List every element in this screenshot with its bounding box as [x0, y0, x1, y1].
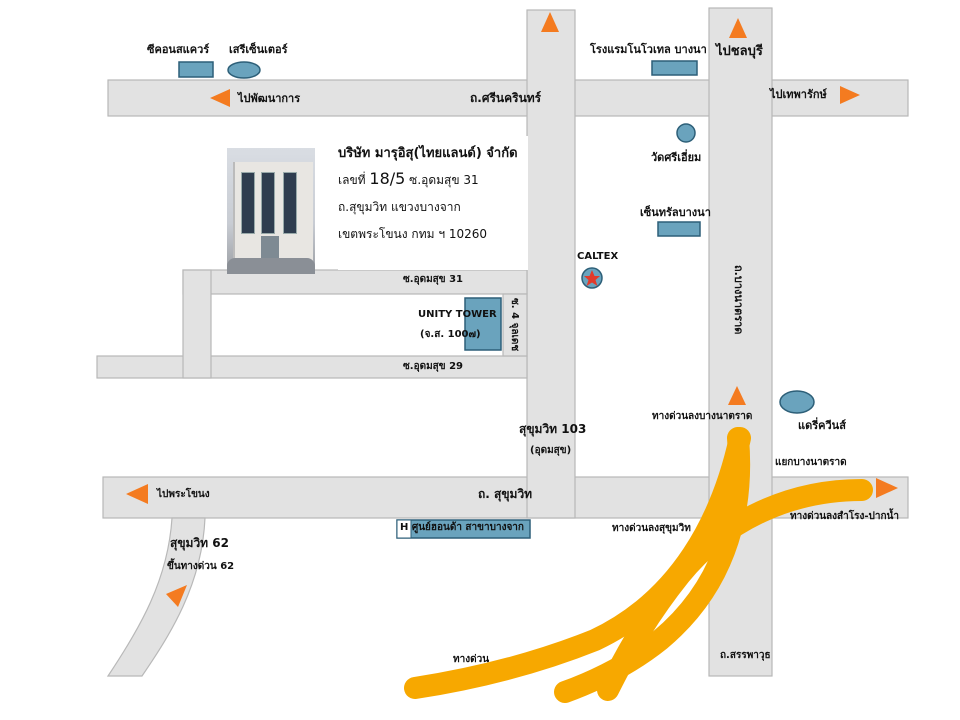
label-soi-udomsuk-29: ซ.อุดมสุข 29 — [403, 361, 464, 372]
label-udomsuk: (อุดมสุข) — [530, 445, 572, 456]
expressway-lane-3 — [597, 479, 873, 701]
central-bangna-building — [657, 221, 701, 237]
address-number: 18/5 — [369, 169, 406, 188]
label-bangna-trad-road: ถ.บางนาตราด — [732, 265, 745, 335]
unity-tower-building — [464, 297, 502, 351]
arrow-left-icon — [126, 484, 148, 504]
building-car — [227, 258, 315, 274]
label-dairy-queen: แดรี่ควีนส์ — [798, 419, 846, 432]
label-expressway: ทางด่วน — [453, 654, 490, 665]
label-to-chonburi: ไปชลบุรี — [716, 44, 763, 59]
caltex-star-icon — [584, 270, 600, 286]
label-honda-center: H ศูนย์ฮอนด้า สาขาบางจาก — [400, 522, 524, 533]
soi-4-road — [502, 293, 528, 357]
arrow-right-icon — [876, 478, 898, 498]
sukhumvit-62-road — [106, 517, 206, 677]
label-unity-tower: UNITY TOWER — [418, 309, 497, 320]
company-address-line3: เขตพระโขนง กทม ฯ 10260 — [338, 227, 488, 241]
arrow-up-icon — [729, 18, 747, 38]
label-to-phra-khanong: ไปพระโขนง — [157, 489, 210, 500]
building-photo — [227, 148, 315, 274]
dairy-queen-building — [779, 390, 815, 414]
company-block-bg — [338, 136, 528, 270]
honda-h-box — [396, 519, 412, 539]
company-address-line1: เลขที่ 18/5 ซ.อุดมสุข 31 — [338, 169, 518, 190]
label-sanphawut-road: ถ.สรรพาวุธ — [720, 650, 771, 661]
soi-left-connector — [182, 269, 212, 379]
expressway-lane-2 — [554, 427, 751, 703]
arrow-up-icon — [541, 12, 559, 32]
srinakarin-road — [107, 79, 909, 117]
arrow-right-icon — [840, 86, 860, 104]
expressway-lane-1 — [404, 427, 751, 699]
address-prefix: เลขที่ — [338, 173, 366, 187]
building-window — [241, 172, 255, 234]
label-novotel: โรงแรมโนโวเทล บางนา — [590, 43, 707, 56]
label-sukhumvit-62: สุขุมวิท 62 — [170, 536, 229, 550]
wat-sri-iam-marker — [676, 123, 696, 143]
direction-arrows — [126, 12, 898, 607]
arrow-left-icon — [210, 89, 230, 107]
label-seri-center: เสรีเซ็นเตอร์ — [229, 43, 288, 56]
label-central-bangna: เซ็นทรัลบางนา — [640, 206, 711, 219]
expressway — [404, 427, 873, 703]
label-to-pattanakarn: ไปพัฒนาการ — [238, 92, 301, 105]
label-bangna-trad-junction: แยกบางนาตราด — [775, 457, 847, 468]
label-sukhumvit-103: สุขุมวิท 103 — [519, 422, 587, 436]
novotel-building — [651, 60, 698, 76]
landmarks — [178, 60, 815, 539]
arrow-up-icon — [728, 386, 746, 405]
company-address-line2: ถ.สุขุมวิท แขวงบางจาก — [338, 200, 461, 214]
label-to-theparak: ไปเทพารักษ์ — [770, 88, 827, 101]
building-window — [283, 172, 297, 234]
label-caltex: CALTEX — [577, 251, 619, 262]
label-unity-tower-sub: (จ.ส. 100๗) — [420, 329, 481, 340]
address-soi: ซ.อุดมสุข 31 — [409, 173, 479, 187]
label-exit-samrong: ทางด่วนลงสำโรง-ปากน้ำ — [790, 511, 900, 522]
label-seacon-square: ซีคอนสแควร์ — [147, 43, 210, 56]
company-name: บริษัท มารุอิสุ(ไทยแลนด์) จำกัด — [338, 146, 518, 161]
label-srinakarin-road: ถ.ศรีนครินทร์ — [470, 91, 542, 105]
road-vertical-left — [526, 9, 576, 519]
label-soi-udomsuk-31: ซ.อุดมสุข 31 — [403, 274, 464, 285]
seacon-square-building — [178, 61, 214, 78]
building-window — [261, 172, 275, 234]
label-wat-sri-iam: วัดศรีเอี่ยม — [651, 151, 702, 164]
label-expressway-bangna: ทางด่วนลงบางนาตราด — [652, 411, 753, 422]
seri-center-building — [227, 61, 261, 79]
label-soi-4: ซ. 4 จุลเดช — [509, 298, 520, 352]
label-sukhumvit-road: ถ. สุขุมวิท — [478, 487, 533, 501]
soi-udomsuk-31-road — [182, 269, 528, 295]
company-info: บริษัท มารุอิสุ(ไทยแลนด์) จำกัด เลขที่ 1… — [338, 142, 518, 252]
label-exit-sukhumvit: ทางด่วนลงสุขุมวิท — [612, 523, 691, 534]
arrow-up-right-icon — [166, 585, 187, 607]
label-up-expressway-62: ขึ้นทางด่วน 62 — [167, 561, 235, 572]
